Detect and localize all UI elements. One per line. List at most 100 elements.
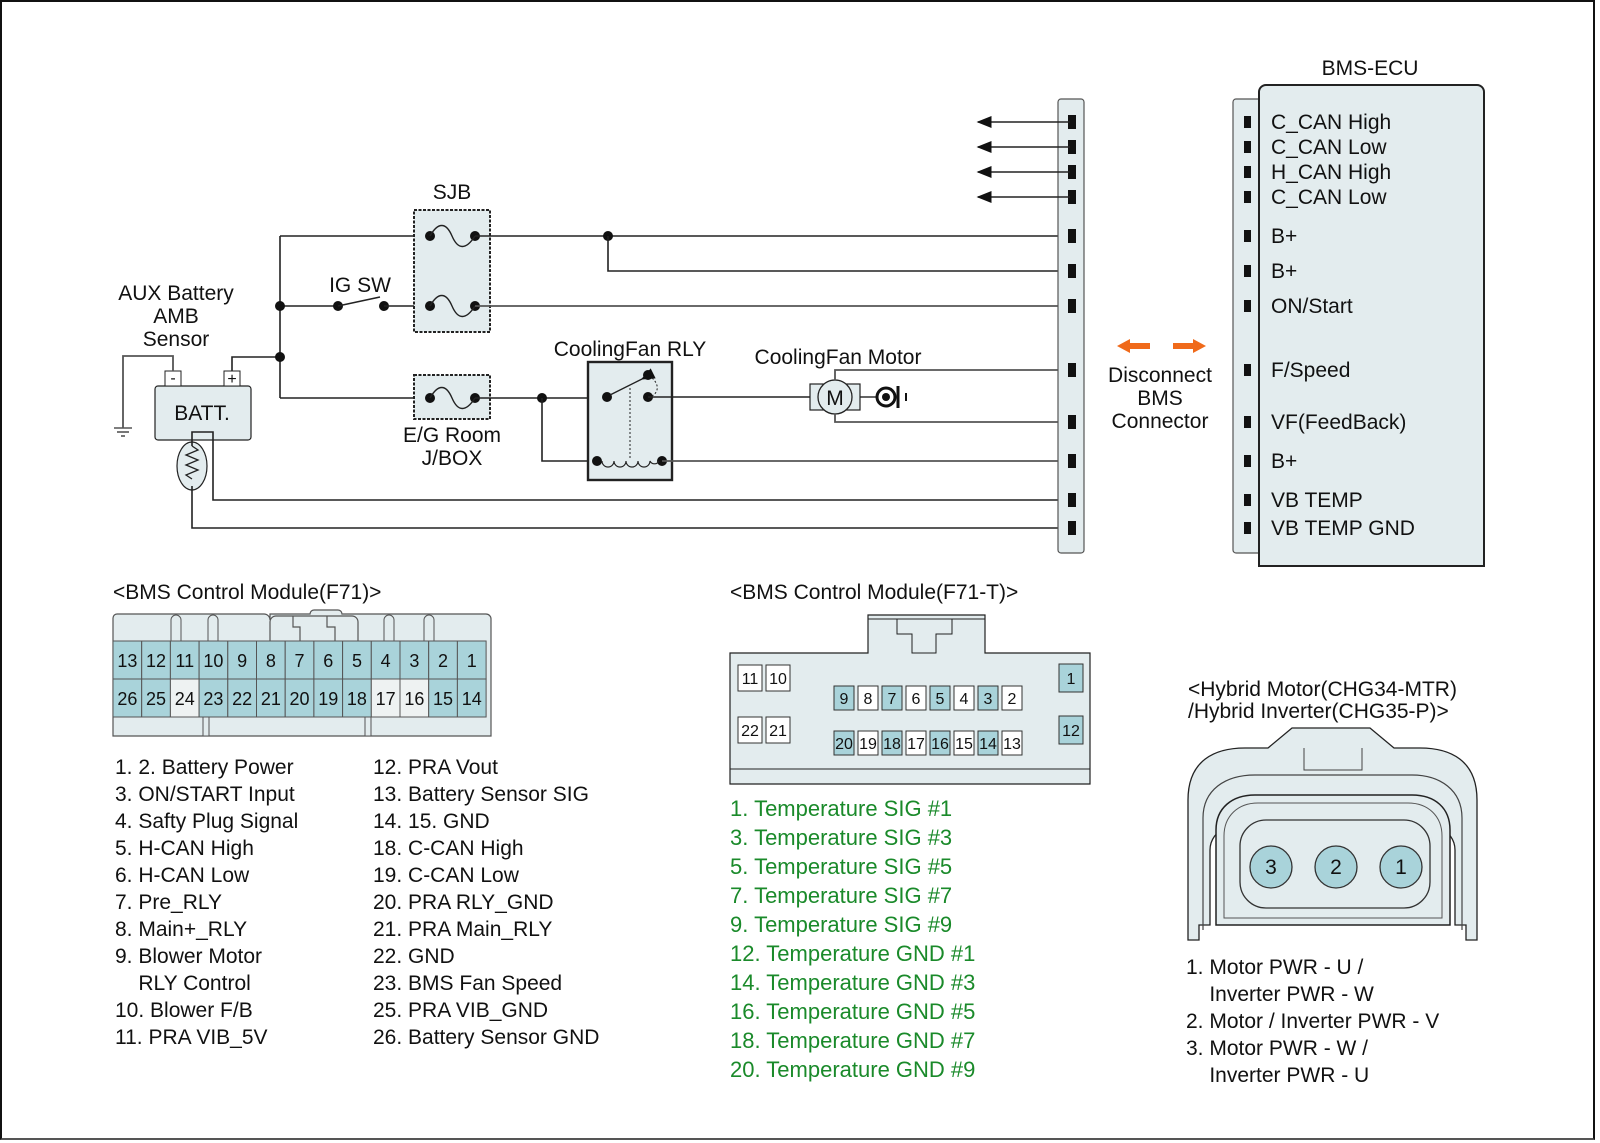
f71-legend-item: 18. C-CAN High xyxy=(373,837,524,860)
f71-pin-number: 12 xyxy=(146,651,166,671)
f71t-pin xyxy=(1001,685,1023,711)
f71t-pin xyxy=(833,730,855,756)
f71t-pin xyxy=(977,685,999,711)
hybrid-pin xyxy=(1379,845,1423,889)
f71-legend-item: 10. Blower F/B xyxy=(115,999,253,1022)
f71-latch xyxy=(364,716,372,737)
f71t-pin-number: 11 xyxy=(742,671,759,688)
f71-pin xyxy=(112,678,143,718)
f71t-pin-number: 10 xyxy=(769,671,787,688)
battery: - + BATT. xyxy=(154,370,252,441)
f71t-pin-number: 17 xyxy=(907,736,925,753)
f71-pin-number: 4 xyxy=(381,651,391,671)
f71-pin xyxy=(141,640,171,680)
harness-pin xyxy=(1068,521,1076,535)
eg-room-label-line1: E/G Room xyxy=(403,424,501,447)
f71-pin xyxy=(428,678,458,718)
f71-pin-number: 5 xyxy=(352,651,362,671)
f71t-pin-number: 9 xyxy=(840,691,849,708)
f71-legend-item: RLY Control xyxy=(115,972,251,995)
f71t-pin-number: 4 xyxy=(960,691,969,708)
f71-legend-item: 20. PRA RLY_GND xyxy=(373,891,554,914)
f71t-pin xyxy=(765,664,791,692)
f71-pin xyxy=(456,678,487,718)
f71t-pin-number: 6 xyxy=(912,691,921,708)
f71-pin xyxy=(428,640,458,680)
amb-sensor-thermistor-icon xyxy=(176,431,1070,529)
aux-battery-label: AUX Battery AMB Sensor xyxy=(118,282,234,351)
fan-icon xyxy=(875,386,907,408)
orange-arrow-right-icon xyxy=(1173,339,1206,353)
f71t-legend-item: 20. Temperature GND #9 xyxy=(730,1057,976,1082)
f71-pin-number: 23 xyxy=(203,689,223,709)
harness-pin xyxy=(1068,415,1076,429)
bms-ecu-title: BMS-ECU xyxy=(1322,57,1419,80)
ecu-pin-label: C_CAN Low xyxy=(1271,136,1387,159)
harness-pin xyxy=(1068,299,1076,313)
aux-battery-label-line1: AUX Battery xyxy=(118,282,234,305)
f71-pin-number: 10 xyxy=(203,651,223,671)
f71t-pin xyxy=(881,685,903,711)
f71-pin-number: 9 xyxy=(237,651,247,671)
f71-pin-number: 6 xyxy=(323,651,333,671)
f71-pin xyxy=(198,678,229,718)
f71-pin-number: 17 xyxy=(376,689,396,709)
battery-minus-sign: - xyxy=(170,370,175,387)
f71-pin-number: 16 xyxy=(404,689,424,709)
fuse-icon xyxy=(429,224,476,248)
sjb-label: SJB xyxy=(433,181,472,204)
ecu-pin xyxy=(1244,522,1251,534)
ecu-pin xyxy=(1244,141,1251,153)
hybrid-pin-number: 2 xyxy=(1330,856,1342,879)
eg-room-jbox: E/G Room J/BOX xyxy=(403,374,501,470)
f71t-pin-number: 2 xyxy=(1008,691,1017,708)
ecu-pin-label: B+ xyxy=(1271,260,1297,283)
f71t-legend-item: 16. Temperature GND #5 xyxy=(730,999,976,1024)
ecu-pin-label: F/Speed xyxy=(1271,359,1350,382)
f71-legend-item: 12. PRA Vout xyxy=(373,756,498,779)
f71t-pin-number: 7 xyxy=(888,691,897,708)
f71-pin-number: 14 xyxy=(462,689,482,709)
f71-pin-number: 24 xyxy=(175,689,195,709)
ecu-pin-label: B+ xyxy=(1271,450,1297,473)
f71t-pin xyxy=(1001,730,1023,756)
ecu-pin-label: VF(FeedBack) xyxy=(1271,411,1406,434)
f71-legend-item: 23. BMS Fan Speed xyxy=(373,972,563,995)
f71-legend-item: 21. PRA Main_RLY xyxy=(373,918,553,941)
harness-connector xyxy=(1057,98,1085,554)
junction-dot xyxy=(275,301,285,311)
ecu-pin xyxy=(1244,416,1251,428)
f71-legend-item: 22. GND xyxy=(373,945,455,968)
coolingfan-relay: CoolingFan RLY xyxy=(554,338,707,482)
harness-pin xyxy=(1068,493,1076,507)
f71-legend-item: 5. H-CAN High xyxy=(115,837,254,860)
f71-pin xyxy=(342,640,372,680)
harness-pin xyxy=(1068,454,1076,468)
f71-pin-number: 11 xyxy=(175,651,194,671)
ecu-pin-label: C_CAN High xyxy=(1271,111,1391,134)
sjb-fuse-box: SJB xyxy=(413,181,491,333)
f71t-pin xyxy=(737,664,763,692)
hybrid-legend-item: Inverter PWR - W xyxy=(1186,983,1374,1006)
f71-pin xyxy=(256,640,286,680)
coolingfan-rly-label: CoolingFan RLY xyxy=(554,338,707,361)
f71t-pin-number: 14 xyxy=(979,736,997,753)
f71-pin-number: 21 xyxy=(261,689,281,709)
ecu-pin-label: H_CAN High xyxy=(1271,161,1391,184)
f71-legend-item: 25. PRA VIB_GND xyxy=(373,999,549,1022)
ig-switch: IG SW xyxy=(329,274,430,311)
f71t-pin xyxy=(905,730,927,756)
f71-pin xyxy=(227,640,258,680)
f71t-pin-number: 18 xyxy=(883,736,901,753)
ecu-pin xyxy=(1244,300,1251,312)
f71-pin xyxy=(342,678,372,718)
hybrid-pin-number: 3 xyxy=(1265,856,1277,879)
f71-pin xyxy=(399,678,430,718)
f71t-pin xyxy=(953,685,975,711)
coolingfan-motor: CoolingFan Motor M xyxy=(755,346,1070,423)
fuse-icon xyxy=(429,294,476,318)
ecu-pin-label: ON/Start xyxy=(1271,295,1353,318)
f71-pin-number: 25 xyxy=(146,689,166,709)
